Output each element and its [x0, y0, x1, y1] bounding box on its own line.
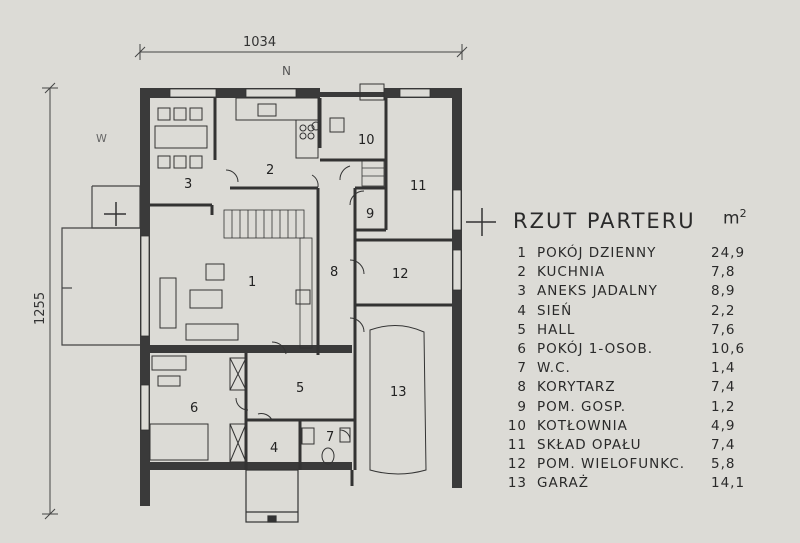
legend-row: 12 POM. WIELOFUNKC. 5,8 [505, 456, 795, 477]
legend-num: 10 [507, 417, 527, 434]
room-label-13: 13 [390, 385, 407, 400]
room-label-10: 10 [358, 133, 375, 148]
legend-name: GARAŻ [537, 475, 590, 492]
room-label-2: 2 [266, 163, 274, 178]
room-label-7: 7 [326, 430, 334, 445]
legend-name: POKÓJ DZIENNY [537, 245, 657, 261]
legend-area: 14,1 [711, 475, 746, 492]
dimension-height: 1255 [33, 82, 58, 520]
legend-num: 4 [517, 302, 527, 319]
legend-area: 4,9 [711, 417, 736, 434]
staircase [223, 159, 385, 349]
room-label-12: 12 [392, 267, 409, 282]
legend-num: 5 [517, 321, 527, 338]
dimension-width: 1034 [134, 35, 468, 60]
legend-row: 4 SIEŃ 2,2 [505, 303, 795, 324]
legend-row: 5 HALL 7,6 [505, 322, 795, 343]
legend-area: 5,8 [711, 456, 736, 473]
terrace-outline [61, 185, 141, 346]
legend-area: 10,6 [711, 341, 746, 357]
legend-row: 7 W.C. 1,4 [505, 360, 795, 381]
legend-num: 1 [517, 245, 527, 261]
dimension-height-label: 1255 [33, 292, 48, 325]
legend-name: KUCHNIA [537, 264, 606, 281]
legend-area: 7,4 [711, 379, 736, 396]
legend-row: 3 ANEKS JADALNY 8,9 [505, 283, 795, 304]
room-label-6: 6 [190, 401, 198, 416]
legend-row: 6 POKÓJ 1-OSOB. 10,6 [505, 341, 795, 362]
legend-row: 11 SKŁAD OPAŁU 7,4 [505, 437, 795, 458]
legend-num: 12 [507, 456, 527, 473]
legend-num: 2 [517, 264, 527, 281]
legend-row: 2 KUCHNIA 7,8 [505, 264, 795, 285]
compass-north-label: N [282, 64, 291, 78]
dimension-width-label: 1034 [243, 35, 276, 50]
legend-area: 2,2 [711, 302, 736, 319]
room-label-3: 3 [184, 177, 192, 192]
section-marker-right [466, 208, 496, 236]
legend-area: 8,9 [711, 283, 736, 300]
legend-title: RZUT PARTERU [513, 209, 696, 233]
legend-row: 13 GARAŻ 14,1 [505, 475, 795, 496]
living-room-furniture [159, 263, 311, 341]
legend-area: 1,2 [711, 398, 736, 415]
legend-row: 10 KOTŁOWNIA 4,9 [505, 418, 795, 439]
legend-name: KOTŁOWNIA [537, 417, 628, 434]
legend-name: POM. GOSP. [537, 398, 626, 415]
garage-car [369, 325, 427, 475]
room-label-5: 5 [296, 381, 304, 396]
entrance-porch [245, 469, 299, 523]
section-marker-left [104, 202, 126, 226]
wc-fixtures [301, 427, 351, 465]
legend-name: ANEKS JADALNY [537, 283, 658, 300]
windows-right [452, 189, 462, 291]
legend-row: 8 KORYTARZ 7,4 [505, 379, 795, 400]
legend-num: 6 [517, 341, 527, 357]
legend-area: 24,9 [711, 245, 746, 261]
legend-area: 1,4 [711, 360, 736, 377]
room-label-4: 4 [270, 441, 278, 456]
legend-num: 8 [517, 379, 527, 396]
legend-name: POKÓJ 1-OSOB. [537, 341, 653, 357]
legend-num: 11 [507, 437, 527, 453]
compass-west-label: W [96, 132, 107, 145]
room-numbers: 1 2 3 4 5 6 7 8 9 10 11 12 13 [184, 133, 427, 456]
legend-num: 3 [517, 283, 527, 300]
legend-name: SKŁAD OPAŁU [537, 437, 642, 453]
legend-area: 7,8 [711, 264, 736, 281]
legend-row: 1 POKÓJ DZIENNY 24,9 [505, 245, 795, 266]
legend-num: 7 [517, 360, 527, 377]
legend-area: 7,6 [711, 321, 736, 338]
room-label-11: 11 [410, 179, 427, 194]
legend-num: 13 [507, 475, 527, 492]
legend-name: HALL [537, 321, 576, 338]
legend-row: 9 POM. GOSP. 1,2 [505, 399, 795, 420]
kitchen-furniture [235, 97, 319, 159]
legend-name: KORYTARZ [537, 379, 616, 396]
boiler [311, 117, 345, 133]
room-label-8: 8 [330, 265, 338, 280]
chimney [359, 83, 385, 101]
room-label-9: 9 [366, 207, 374, 222]
legend-name: SIEŃ [537, 302, 573, 319]
dining-furniture [154, 107, 208, 169]
legend-num: 9 [517, 398, 527, 415]
windows-top [169, 88, 431, 98]
legend-area: 7,4 [711, 437, 736, 453]
door-swings [225, 165, 365, 441]
legend-name: W.C. [537, 360, 571, 377]
legend-unit: m2 [723, 207, 747, 229]
bedroom-furniture [149, 355, 247, 463]
legend-name: POM. WIELOFUNKC. [537, 456, 686, 473]
windows-left [140, 235, 150, 431]
room-label-1: 1 [248, 275, 256, 290]
